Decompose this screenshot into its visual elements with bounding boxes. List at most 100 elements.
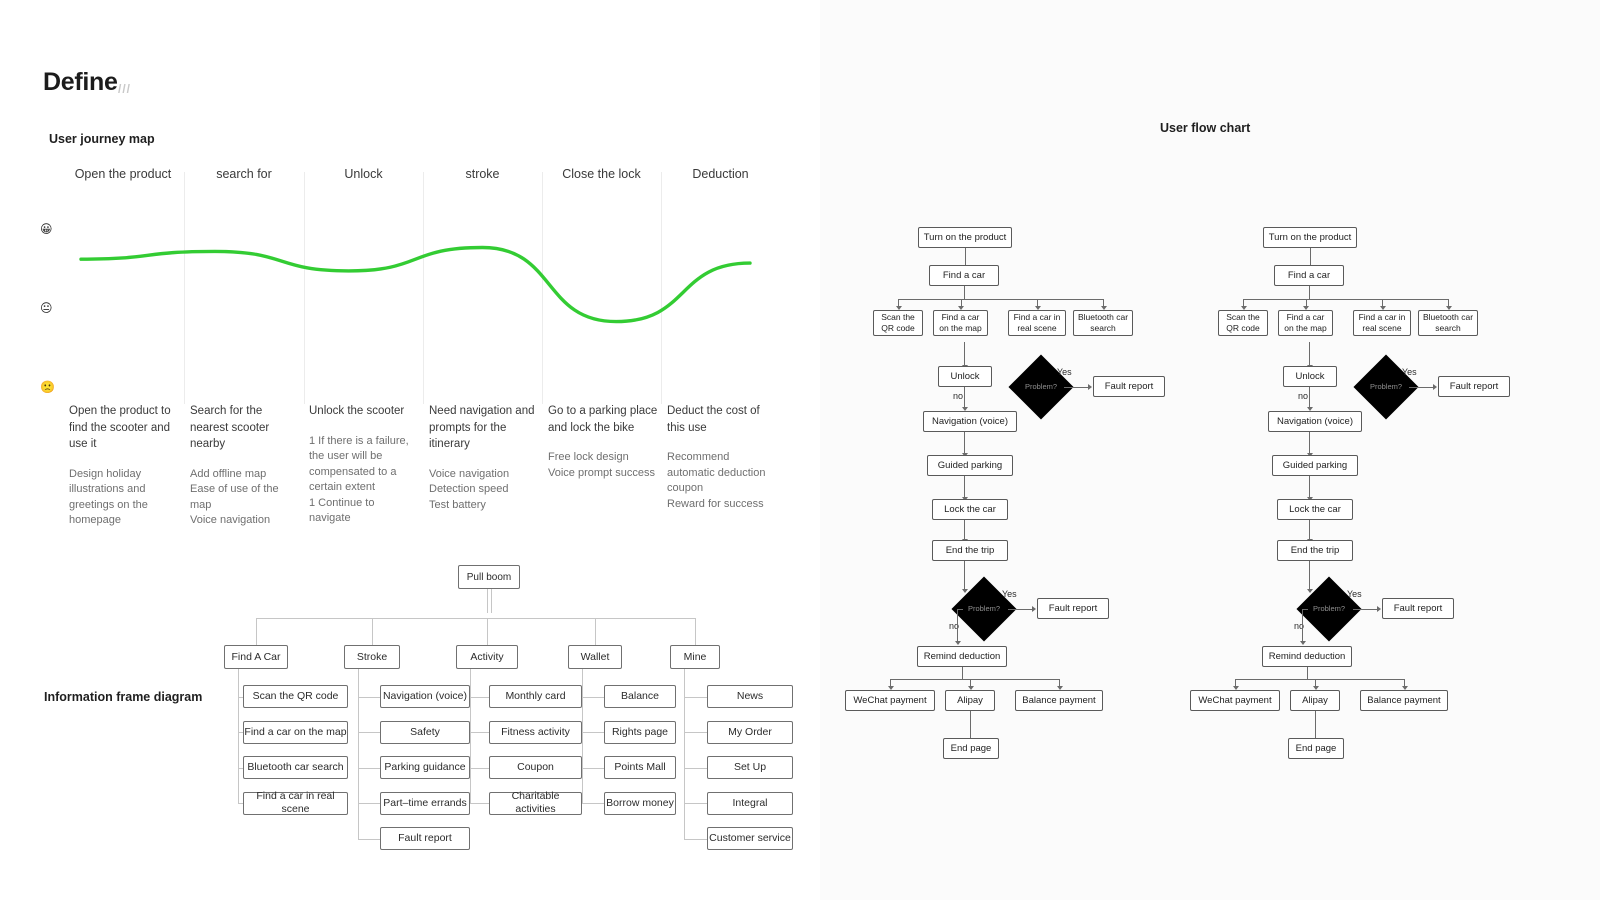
journey-divider [304,172,305,404]
info-node-child[interactable]: Set Up [707,756,793,779]
flow-arrow-head [1032,606,1036,612]
flow-arrow [964,476,965,497]
info-node-child[interactable]: Find a car in real scene [243,790,348,815]
flow-node-end-trip[interactable]: End the trip [1277,540,1353,561]
flow-node-payment[interactable]: WeChat payment [845,690,935,711]
flow-arrow [1235,679,1236,686]
flow-node-end-page[interactable]: End page [1288,738,1344,759]
info-node-root[interactable]: Pull boom [458,565,520,589]
flow-node-find-option[interactable]: Bluetooth car search [1073,310,1133,336]
flow-node-remind-deduction[interactable]: Remind deduction [917,646,1007,667]
flow-decision-label: Problem? [1312,604,1346,613]
flow-arrow [957,609,958,641]
info-node-child[interactable]: Monthly card [489,685,582,708]
flow-node-end-page[interactable]: End page [943,738,999,759]
info-node-branch[interactable]: Find A Car [224,645,288,669]
journey-column-title: Need navigation and prompts for the itin… [429,405,535,450]
journey-stage-label: stroke [465,167,500,181]
flow-node-payment[interactable]: Balance payment [1015,690,1103,711]
flow-arrow [1310,248,1311,265]
flow-arrow-head [1034,306,1041,310]
info-node-branch[interactable]: Mine [670,645,720,669]
info-node-child[interactable]: Points Mall [604,756,676,779]
flow-node-navigation[interactable]: Navigation (voice) [1268,411,1362,432]
info-node-child[interactable]: Rights page [604,720,676,744]
info-node-child[interactable]: Bluetooth car search [243,756,348,779]
flow-arrow [1059,679,1060,686]
info-node-child[interactable]: Find a car on the map [243,720,348,744]
flow-arrow [1315,679,1316,686]
flow-arrow [970,711,971,738]
flow-node-guided-parking[interactable]: Guided parking [927,455,1013,476]
flow-node-fault-report[interactable]: Fault report [1382,598,1454,619]
info-node-child[interactable]: My Order [707,720,793,744]
flow-arrow-head [1401,686,1408,690]
flow-node-lock-car[interactable]: Lock the car [932,499,1008,520]
flow-arrow [890,679,891,686]
info-node-branch[interactable]: Activity [456,645,518,669]
info-node-child[interactable]: Parking guidance [380,756,470,779]
flow-node-payment[interactable]: Alipay [945,690,995,711]
connector-line [238,696,243,698]
flow-edge-label-yes: Yes [1347,589,1362,599]
flow-node-payment[interactable]: Alipay [1290,690,1340,711]
flow-node-start[interactable]: Turn on the product [918,227,1012,248]
flow-arrow [964,387,965,407]
flow-node-find-option[interactable]: Find a car in real scene [1008,310,1066,336]
flow-arrow [957,609,963,610]
info-node-branch[interactable]: Stroke [344,645,400,669]
flow-arrow [1309,520,1310,539]
flow-arrow-head [1377,606,1381,612]
flow-node-find-car[interactable]: Find a car [1274,265,1344,286]
flow-node-navigation[interactable]: Navigation (voice) [923,411,1017,432]
flow-node-fault-report[interactable]: Fault report [1037,598,1109,619]
user-journey-map: Open the product search for Unlock strok… [40,165,803,545]
flow-node-remind-deduction[interactable]: Remind deduction [1262,646,1352,667]
connector-line [238,767,243,769]
flow-arrow [1103,299,1104,306]
flow-node-find-option[interactable]: Find a car on the map [933,310,988,336]
info-node-child[interactable]: Charitable activities [489,790,582,815]
journey-column-title: Unlock the scooter [309,405,405,417]
info-node-child[interactable]: Navigation (voice) [380,685,470,708]
flow-decision-label: Problem? [967,604,1001,613]
flow-node-find-option[interactable]: Bluetooth car search [1418,310,1478,336]
connector-line [372,618,373,645]
flow-arrow [960,299,962,306]
flow-node-find-car[interactable]: Find a car [929,265,999,286]
info-node-child[interactable]: Fault report [380,827,470,850]
flow-node-find-option[interactable]: Scan the QR code [873,310,923,336]
flow-node-payment[interactable]: WeChat payment [1190,690,1280,711]
flow-arrow [964,432,965,453]
info-node-child[interactable]: Customer service [707,827,793,850]
info-node-child[interactable]: Integral [707,791,793,815]
flow-edge-label-yes: Yes [1002,589,1017,599]
info-node-child[interactable]: Balance [604,685,676,708]
flow-node-guided-parking[interactable]: Guided parking [1272,455,1358,476]
flow-node-unlock[interactable]: Unlock [938,366,992,387]
flow-node-fault-report[interactable]: Fault report [1438,376,1510,397]
flow-node-start[interactable]: Turn on the product [1263,227,1357,248]
info-node-child[interactable]: Borrow money [604,791,676,815]
connector-line [470,696,489,698]
flow-node-fault-report[interactable]: Fault report [1093,376,1165,397]
flow-node-find-option[interactable]: Find a car on the map [1278,310,1333,336]
flow-arrow-head [961,589,968,593]
flow-arrow-head [887,686,894,690]
info-node-child[interactable]: News [707,685,793,708]
journey-column: Deduct the cost of this use Recommend au… [667,403,777,512]
info-node-child[interactable]: Coupon [489,756,582,779]
flow-node-unlock[interactable]: Unlock [1283,366,1337,387]
info-node-child[interactable]: Safety [380,720,470,744]
flow-node-payment[interactable]: Balance payment [1360,690,1448,711]
journey-divider [661,172,662,404]
info-node-child[interactable]: Scan the QR code [243,685,348,708]
flow-node-find-option[interactable]: Scan the QR code [1218,310,1268,336]
info-node-branch[interactable]: Wallet [568,645,622,669]
flow-node-end-trip[interactable]: End the trip [932,540,1008,561]
info-node-child[interactable]: Part–time errands [380,791,470,815]
journey-column-title: Open the product to find the scooter and… [69,405,171,450]
flow-node-lock-car[interactable]: Lock the car [1277,499,1353,520]
info-node-child[interactable]: Fitness activity [489,720,582,744]
flow-node-find-option[interactable]: Find a car in real scene [1353,310,1411,336]
